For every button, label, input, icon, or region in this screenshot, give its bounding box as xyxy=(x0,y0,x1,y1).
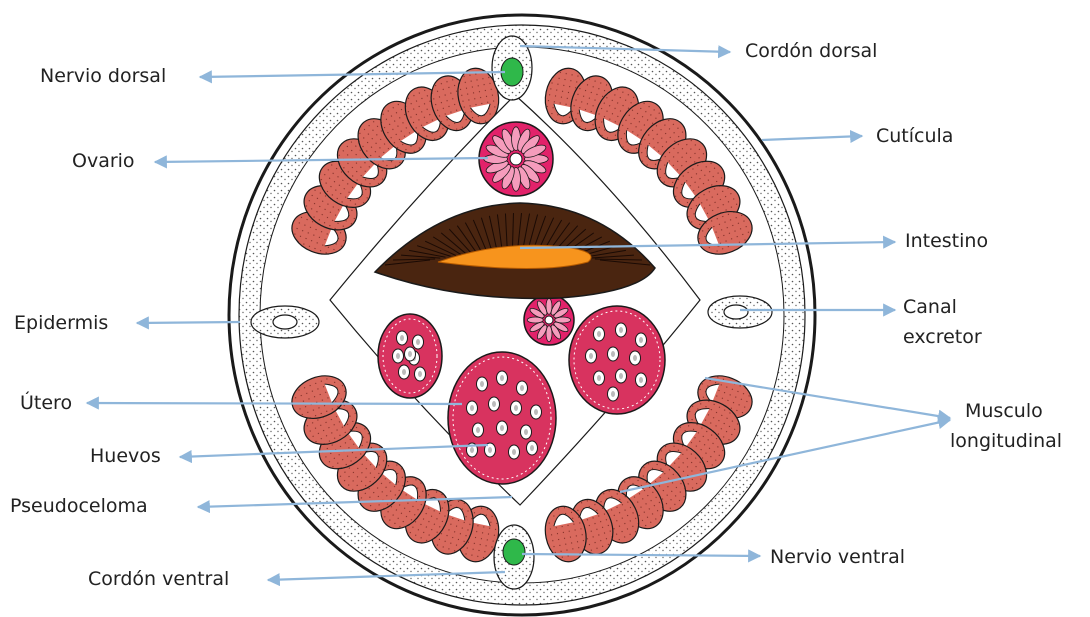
uterus-section xyxy=(378,314,442,398)
label-cordon-dorsal: Cordón dorsal xyxy=(745,40,877,63)
ovary xyxy=(479,122,553,196)
arrow-cuticula xyxy=(762,136,862,140)
label-cuticula: Cutícula xyxy=(876,125,953,148)
label-canal-excretor-2: excretor xyxy=(903,326,982,349)
label-cordon-ventral: Cordón ventral xyxy=(88,568,229,591)
lateral-cord-left xyxy=(251,306,319,338)
label-musculo-1: Musculo xyxy=(965,400,1043,423)
ventral-cord xyxy=(494,525,534,589)
ovary-small xyxy=(524,295,574,345)
uterus-section xyxy=(569,306,665,414)
arrow-epidermis xyxy=(137,322,240,323)
label-huevos: Huevos xyxy=(90,445,161,468)
label-nervio-dorsal: Nervio dorsal xyxy=(40,65,166,88)
label-ovario: Ovario xyxy=(72,150,135,173)
lateral-cord-right xyxy=(708,296,772,328)
arrow-utero xyxy=(87,403,462,404)
label-musculo-2: longitudinal xyxy=(950,430,1062,453)
ventral-nerve xyxy=(503,539,525,565)
label-nervio-ventral: Nervio ventral xyxy=(770,546,905,569)
label-canal-excretor-1: Canal xyxy=(903,296,957,319)
uterus-section xyxy=(448,352,556,484)
label-intestino: Intestino xyxy=(905,230,988,253)
excretory-canal xyxy=(724,305,748,319)
label-utero: Útero xyxy=(20,392,72,415)
label-pseudoceloma: Pseudoceloma xyxy=(10,495,148,518)
label-epidermis: Epidermis xyxy=(14,312,108,335)
